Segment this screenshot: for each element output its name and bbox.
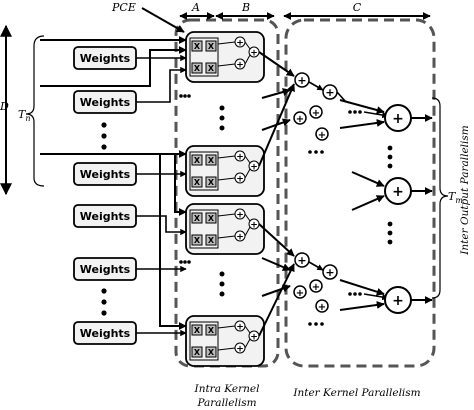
svg-text:X: X: [194, 42, 201, 51]
svg-text:+: +: [236, 61, 244, 71]
pce-output-lines: [258, 51, 295, 337]
pce-block: X X X X + + +: [185, 145, 265, 197]
svg-text:+: +: [318, 130, 326, 141]
svg-text:+: +: [312, 282, 320, 293]
svg-text:+: +: [250, 163, 258, 173]
svg-text:X: X: [194, 236, 201, 245]
svg-text:+: +: [236, 39, 244, 49]
svg-text:+: +: [297, 74, 306, 87]
svg-text:+: +: [236, 233, 244, 243]
svg-text:X: X: [194, 348, 201, 357]
pce-block: X X X X + + +: [185, 31, 265, 83]
label-tm: Tm: [448, 190, 463, 205]
svg-text:X: X: [208, 178, 215, 187]
svg-text:+: +: [296, 288, 304, 299]
pce-pointer-arrow: [141, 7, 185, 33]
weights-box: Weights: [73, 46, 137, 70]
label-intra-kernel-line1: Intra Kernel: [194, 383, 260, 395]
adder-tree-bottom: + + + + +: [293, 252, 389, 326]
svg-text:+: +: [297, 254, 306, 267]
inter-kernel-region: [284, 18, 436, 368]
weights-box: Weights: [73, 257, 137, 281]
svg-text:X: X: [194, 64, 201, 73]
tm-brace: [431, 97, 449, 299]
svg-text:X: X: [208, 326, 215, 335]
svg-text:+: +: [318, 302, 326, 313]
svg-text:X: X: [208, 214, 215, 223]
svg-text:Weights: Weights: [80, 52, 131, 65]
label-pce: PCE: [111, 1, 136, 14]
weights-column: Weights Weights Weights Weights Weights …: [73, 46, 137, 345]
svg-text:+: +: [236, 211, 244, 221]
label-c: C: [353, 1, 362, 14]
svg-text:+: +: [392, 111, 404, 127]
svg-text:+: +: [236, 175, 244, 185]
input-lines: [40, 36, 187, 330]
svg-text:+: +: [236, 345, 244, 355]
pce-block: X X X X + + +: [185, 315, 265, 367]
svg-text:X: X: [208, 156, 215, 165]
weights-box: Weights: [73, 90, 137, 114]
svg-text:+: +: [312, 108, 320, 119]
weights-box: Weights: [73, 321, 137, 345]
svg-text:Weights: Weights: [80, 263, 131, 276]
svg-text:+: +: [296, 114, 304, 125]
label-tn: Tn: [18, 108, 31, 123]
svg-text:X: X: [194, 214, 201, 223]
svg-text:+: +: [325, 86, 334, 99]
label-b: B: [241, 1, 250, 14]
weight-lines: [136, 54, 187, 337]
svg-text:X: X: [194, 156, 201, 165]
adder-tree-top: + + + + +: [293, 72, 389, 154]
svg-text:X: X: [194, 178, 201, 187]
svg-text:X: X: [208, 348, 215, 357]
svg-text:Weights: Weights: [80, 210, 131, 223]
svg-text:+: +: [392, 293, 404, 309]
svg-text:+: +: [236, 323, 244, 333]
svg-text:+: +: [325, 266, 334, 279]
svg-text:+: +: [392, 184, 404, 200]
svg-text:X: X: [208, 64, 215, 73]
label-inter-output-parallelism: Inter Output Parallelism: [459, 125, 471, 255]
svg-text:+: +: [250, 333, 258, 343]
label-a: A: [191, 1, 200, 14]
output-adders: + + +: [339, 99, 433, 314]
label-inter-kernel-parallelism: Inter Kernel Parallelism: [292, 387, 420, 399]
pce-block: X X X X + + +: [185, 203, 265, 255]
label-intra-kernel-line2: Parallelism: [196, 397, 256, 409]
weights-box: Weights: [73, 162, 137, 186]
svg-text:+: +: [250, 49, 258, 59]
weights-box: Weights: [73, 204, 137, 228]
svg-text:+: +: [250, 221, 258, 231]
svg-text:X: X: [208, 236, 215, 245]
svg-text:Weights: Weights: [80, 168, 131, 181]
svg-text:X: X: [208, 42, 215, 51]
svg-text:X: X: [194, 326, 201, 335]
svg-text:Weights: Weights: [80, 327, 131, 340]
input-dots: [179, 94, 225, 297]
svg-text:+: +: [236, 153, 244, 163]
svg-text:Weights: Weights: [80, 96, 131, 109]
tn-brace: [25, 35, 45, 187]
label-d: D: [0, 100, 9, 113]
